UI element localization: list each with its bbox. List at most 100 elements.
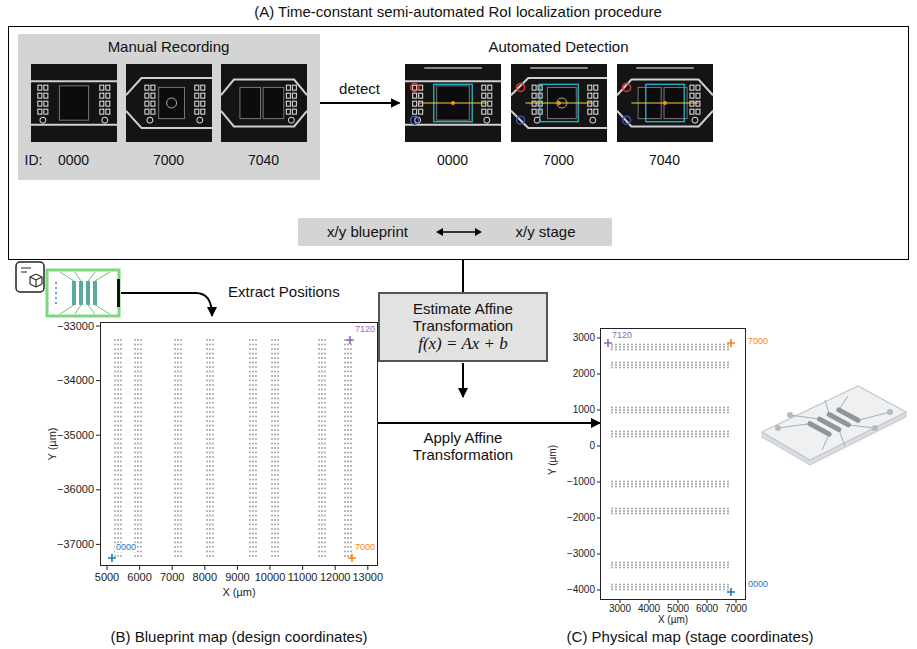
- roi-point: [723, 367, 725, 369]
- roi-point: [271, 425, 273, 427]
- roi-point: [723, 412, 725, 414]
- roi-point: [699, 481, 701, 483]
- roi-point: [347, 429, 349, 431]
- roi-point: [639, 407, 641, 409]
- roi-point: [212, 384, 214, 386]
- roi-point: [177, 537, 179, 539]
- roi-point: [703, 407, 705, 409]
- roi-point: [252, 501, 254, 503]
- roi-point: [675, 431, 677, 433]
- roi-point: [659, 344, 661, 346]
- roi-point: [707, 362, 709, 364]
- roi-point: [177, 492, 179, 494]
- roi-point: [350, 357, 352, 359]
- roi-point: [134, 389, 136, 391]
- roi-point: [318, 461, 320, 463]
- roi-point: [277, 366, 279, 368]
- roi-point: [651, 481, 653, 483]
- roi-point: [134, 443, 136, 445]
- roi-point: [344, 344, 346, 346]
- roi-point: [255, 348, 257, 350]
- roi-point: [209, 470, 211, 472]
- roi-point: [174, 434, 176, 436]
- roi-point: [117, 515, 119, 517]
- roi-point: [615, 407, 617, 409]
- roi-point: [174, 524, 176, 526]
- roi-point: [174, 375, 176, 377]
- reference-marker: [348, 554, 356, 562]
- roi-point: [137, 348, 139, 350]
- roi-point: [344, 339, 346, 341]
- roi-point: [120, 375, 122, 377]
- roi-point: [212, 497, 214, 499]
- roi-point: [711, 486, 713, 488]
- roi-point: [212, 425, 214, 427]
- roi-point: [347, 353, 349, 355]
- roi-point: [277, 510, 279, 512]
- roi-point: [134, 483, 136, 485]
- roi-point: [727, 407, 729, 409]
- roi-point: [137, 515, 139, 517]
- roi-point: [675, 436, 677, 438]
- roi-point: [699, 412, 701, 414]
- roi-point: [699, 589, 701, 591]
- roi-point: [206, 483, 208, 485]
- roi-point: [663, 367, 665, 369]
- roi-point: [318, 438, 320, 440]
- roi-point: [209, 380, 211, 382]
- roi-point: [117, 362, 119, 364]
- roi-point: [277, 533, 279, 535]
- roi-point: [679, 344, 681, 346]
- roi-point: [619, 364, 621, 366]
- roi-point: [631, 586, 633, 588]
- roi-point: [615, 486, 617, 488]
- roi-point: [723, 431, 725, 433]
- roi-point: [255, 425, 257, 427]
- roi-point: [683, 349, 685, 351]
- roi-point: [114, 452, 116, 454]
- roi-point: [727, 436, 729, 438]
- roi-point: [209, 501, 211, 503]
- alignment-mark: [39, 117, 45, 123]
- chip-marker: [55, 292, 57, 294]
- roi-point: [715, 346, 717, 348]
- roi-point: [667, 589, 669, 591]
- roi-point: [635, 510, 637, 512]
- roi-point: [623, 483, 625, 485]
- roi-point: [114, 506, 116, 508]
- roi-point: [350, 519, 352, 521]
- roi-point: [344, 366, 346, 368]
- roi-point: [174, 393, 176, 395]
- roi-point: [177, 380, 179, 382]
- roi-point: [321, 506, 323, 508]
- roi-point: [691, 344, 693, 346]
- roi-point: [350, 465, 352, 467]
- roi-point: [651, 367, 653, 369]
- roi-point: [679, 483, 681, 485]
- roi-point: [274, 474, 276, 476]
- roi-point: [117, 420, 119, 422]
- roi-point: [120, 488, 122, 490]
- roi-point: [651, 436, 653, 438]
- roi-point: [639, 562, 641, 564]
- roi-point: [671, 584, 673, 586]
- roi-point: [623, 584, 625, 586]
- roi-point: [271, 447, 273, 449]
- roi-point: [252, 443, 254, 445]
- roi-point: [117, 380, 119, 382]
- roi-point: [137, 474, 139, 476]
- roi-point: [117, 483, 119, 485]
- roi-point: [691, 562, 693, 564]
- roi-point: [723, 584, 725, 586]
- roi-point: [255, 519, 257, 521]
- roi-point: [667, 584, 669, 586]
- roi-point: [249, 348, 251, 350]
- roi-point: [209, 497, 211, 499]
- roi-point: [180, 443, 182, 445]
- roi-point: [659, 562, 661, 564]
- roi-point: [274, 443, 276, 445]
- roi-point: [137, 411, 139, 413]
- roi-point: [321, 492, 323, 494]
- roi-point: [350, 533, 352, 535]
- roi-point: [255, 429, 257, 431]
